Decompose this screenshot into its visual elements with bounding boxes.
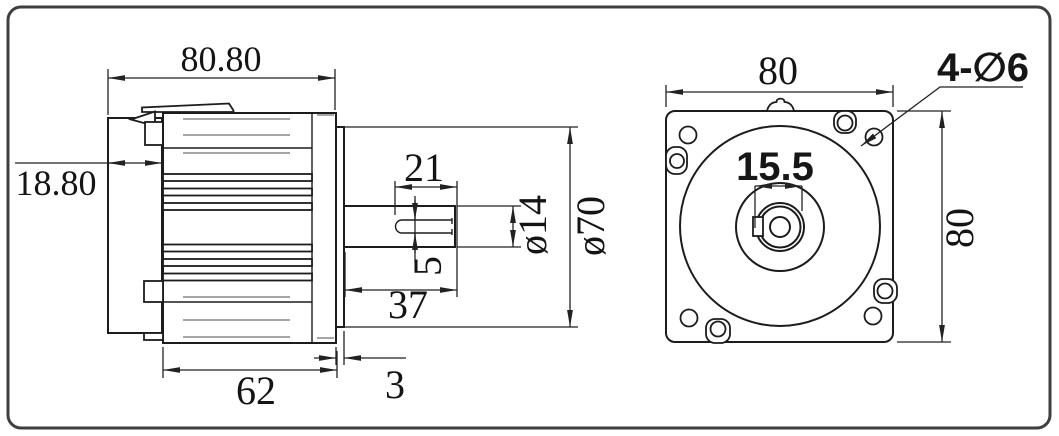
dim-label-hub-width: 15.5 — [736, 145, 814, 189]
top-tab — [765, 97, 796, 112]
top-clip-block — [144, 121, 164, 146]
dim-label-boss-diameter: ø70 — [568, 196, 613, 256]
front-view — [665, 97, 898, 344]
dim-label-boss-thickness: 3 — [385, 362, 405, 407]
dim-label-keyway-width: 5 — [405, 256, 450, 276]
dim-hub-width — [754, 183, 803, 228]
mounting-holes-leader — [860, 86, 1023, 147]
lower-clip-block — [143, 280, 164, 303]
dim-label-front-width: 80 — [758, 48, 798, 93]
panel-lines — [183, 114, 334, 339]
dim-boss-thickness — [314, 331, 406, 365]
front-view-dimensions — [665, 85, 1023, 343]
front-boss — [335, 126, 345, 328]
dim-label-body-length: 62 — [236, 368, 276, 413]
side-view-dimensions — [15, 69, 578, 378]
drawing-border — [6, 5, 1052, 430]
dim-label-keyway-length: 21 — [404, 145, 444, 190]
dim-front-height — [897, 110, 951, 343]
dim-shaft-length — [344, 181, 458, 297]
bottom-step — [143, 332, 164, 341]
dim-label-rear-cover-length: 18.80 — [16, 163, 97, 203]
cooling-fins — [162, 173, 313, 282]
dim-label-overall-length: 80.80 — [181, 39, 262, 79]
dimension-labels: 80.80 18.80 21 5 37 62 3 ø14 ø70 80 80 1… — [16, 39, 1030, 413]
tie-bolt-ears — [665, 110, 898, 344]
side-view — [107, 102, 456, 344]
front-keyway — [752, 216, 764, 237]
dim-shaft-diameter — [457, 205, 521, 248]
shaft-hub-circle — [735, 182, 825, 272]
dim-overall-length — [107, 69, 336, 115]
gearbox-body-circle — [679, 125, 881, 327]
dim-body-length — [162, 347, 338, 378]
center-hole — [769, 216, 791, 238]
dim-keyway-length — [394, 181, 457, 215]
dim-front-width — [665, 85, 894, 107]
dim-label-shaft-length: 37 — [388, 282, 428, 327]
dim-label-front-height: 80 — [937, 208, 982, 248]
shaft-keyway — [394, 218, 453, 235]
motor-body — [162, 112, 337, 344]
output-shaft — [343, 205, 456, 248]
dim-boss-diameter — [344, 126, 578, 328]
dim-label-mounting-holes: 4-∅6 — [937, 46, 1029, 90]
dim-label-shaft-diameter: ø14 — [510, 195, 555, 255]
